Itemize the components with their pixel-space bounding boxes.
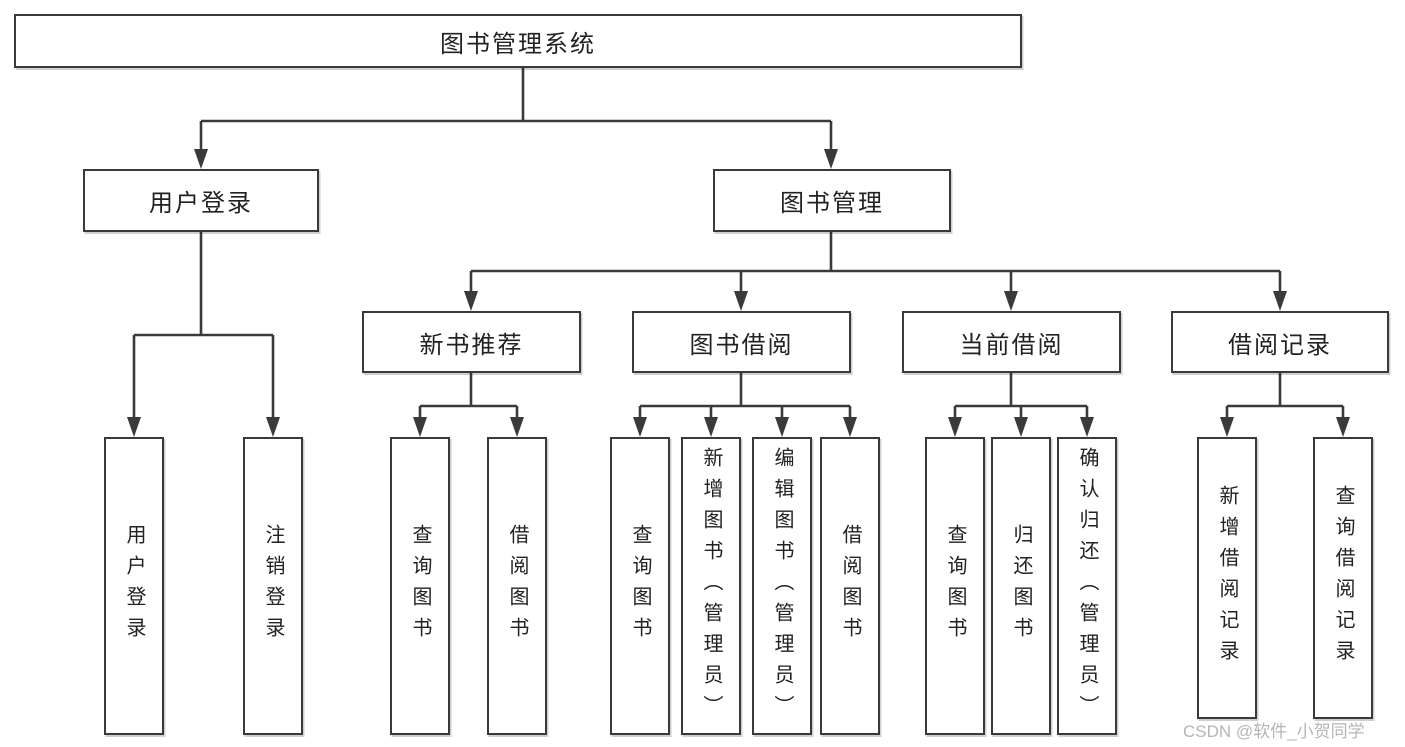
node-book-borrow: 图书借阅	[632, 311, 851, 373]
leaf-newbook-borrow-books: 借阅图书	[487, 437, 547, 735]
connector-current-to-leaves	[948, 373, 1094, 437]
node-label: 图书管理系统	[440, 30, 596, 58]
connector-mgmt-to-level3	[464, 232, 1287, 311]
connector-borrow-to-leaves	[633, 373, 857, 437]
node-root-system: 图书管理系统	[14, 14, 1022, 68]
node-label: 用户登录	[123, 524, 145, 648]
node-borrow-records: 借阅记录	[1171, 311, 1389, 373]
node-label: 注销登录	[262, 524, 284, 648]
node-label: 新增借阅记录	[1216, 485, 1238, 671]
leaf-current-confirm-return-admin: 确认归还（管理员）	[1057, 437, 1117, 735]
node-label: 图书借阅	[689, 331, 794, 359]
leaf-records-add-record: 新增借阅记录	[1197, 437, 1257, 719]
leaf-borrow-edit-books-admin: 编辑图书（管理员）	[752, 437, 812, 735]
node-label: 查询图书	[629, 524, 651, 648]
node-label: 确认归还（管理员）	[1076, 446, 1098, 726]
connector-records-to-leaves	[1220, 373, 1350, 437]
leaf-user-login: 用户登录	[104, 437, 164, 735]
node-label: 借阅图书	[839, 524, 861, 648]
leaf-borrow-add-books-admin: 新增图书（管理员）	[681, 437, 741, 735]
node-label: 查询图书	[409, 524, 431, 648]
node-label: 当前借阅	[959, 331, 1064, 359]
node-book-management: 图书管理	[713, 169, 951, 232]
leaf-current-return-books: 归还图书	[991, 437, 1051, 735]
node-new-book-recommend: 新书推荐	[362, 311, 581, 373]
node-user-login: 用户登录	[83, 169, 319, 232]
connector-login-to-leaves	[127, 232, 280, 437]
leaf-current-query-books: 查询图书	[925, 437, 985, 735]
node-label: 用户登录	[149, 190, 253, 217]
connector-root-to-level2	[194, 68, 838, 169]
node-label: 借阅记录	[1228, 331, 1332, 359]
connector-newbook-to-leaves	[413, 373, 524, 437]
node-label: 查询图书	[944, 524, 966, 648]
node-label: 归还图书	[1010, 524, 1032, 648]
node-label: 新书推荐	[419, 331, 524, 359]
node-label: 编辑图书（管理员）	[771, 446, 793, 726]
leaf-newbook-query-books: 查询图书	[390, 437, 450, 735]
leaf-borrow-query-books: 查询图书	[610, 437, 670, 735]
node-label: 图书管理	[780, 190, 884, 217]
leaf-records-query-record: 查询借阅记录	[1313, 437, 1373, 719]
node-current-borrow: 当前借阅	[902, 311, 1121, 373]
node-label: 借阅图书	[506, 524, 528, 648]
leaf-borrow-borrow-books: 借阅图书	[820, 437, 880, 735]
leaf-logout: 注销登录	[243, 437, 303, 735]
node-label: 查询借阅记录	[1332, 485, 1354, 671]
node-label: 新增图书（管理员）	[700, 446, 722, 726]
csdn-watermark: CSDN @软件_小贺同学	[1183, 722, 1365, 741]
